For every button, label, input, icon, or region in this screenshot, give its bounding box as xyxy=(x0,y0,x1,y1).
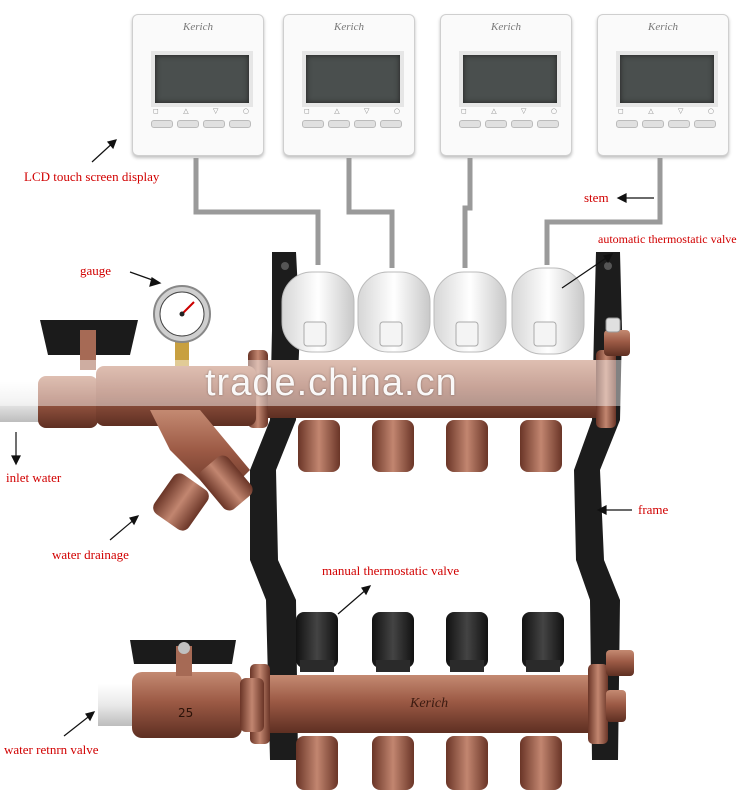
lower-outlet-fittings xyxy=(296,736,562,790)
stem-cable-3 xyxy=(462,158,473,268)
label-gauge: gauge xyxy=(80,263,112,278)
label-frame: frame xyxy=(638,502,669,517)
actuator-4 xyxy=(511,267,585,355)
drainage-valve xyxy=(153,473,209,531)
actuator-2 xyxy=(357,271,431,353)
lcd-thermostat-4: Kerich ◻△▽○ xyxy=(597,14,729,156)
knob-2 xyxy=(372,612,414,672)
lcd-screen xyxy=(302,51,404,107)
thermostat-brand: Kerich xyxy=(491,21,521,33)
stem-cable-1 xyxy=(193,158,321,265)
label-stem: stem xyxy=(584,190,609,205)
manual-valves xyxy=(296,612,564,672)
label-water-drainage: water drainage xyxy=(52,547,129,562)
thermostat-brand: Kerich xyxy=(334,21,364,33)
label-lcd-touch-screen: LCD touch screen display xyxy=(24,169,160,184)
lower-manifold-bar xyxy=(256,675,596,733)
thermostat-button-icons: ◻△▽○ xyxy=(461,107,557,115)
lower-air-vent xyxy=(606,650,634,722)
upper-manifold-bar xyxy=(256,360,606,418)
stem-cable-2 xyxy=(346,158,395,268)
label-automatic-thermostatic-valve: automatic thermostatic valve xyxy=(598,232,737,246)
lcd-thermostat-2: Kerich ◻△▽○ xyxy=(283,14,415,156)
actuator-3 xyxy=(433,271,507,353)
label-water-return-valve: water retnrn valve xyxy=(4,742,99,757)
stem-cable-4 xyxy=(544,158,663,265)
inlet-pipe xyxy=(0,382,40,422)
lcd-screen xyxy=(151,51,253,107)
gauge xyxy=(153,285,211,366)
annotation-arrows xyxy=(11,139,654,737)
thermostat-button-icons: ◻△▽○ xyxy=(153,107,249,115)
arrow-return xyxy=(63,713,93,737)
automatic-valves xyxy=(281,267,585,355)
return-valve-assembly xyxy=(98,640,264,738)
watermark-band: trade.china.cn xyxy=(0,360,750,406)
thermostat-buttons xyxy=(616,120,716,130)
lcd-thermostat-1: Kerich ◻△▽○ xyxy=(132,14,264,156)
label-manual-thermostatic-valve: manual thermostatic valve xyxy=(322,563,460,578)
lcd-screen xyxy=(459,51,561,107)
thermostat-button-icons: ◻△▽○ xyxy=(304,107,400,115)
arrow-manual-valve xyxy=(337,587,369,615)
thermostat-brand: Kerich xyxy=(648,21,678,33)
upper-outlet-fittings xyxy=(298,420,562,472)
upper-air-vent xyxy=(604,317,630,356)
lcd-thermostat-3: Kerich ◻△▽○ xyxy=(440,14,572,156)
knob-3 xyxy=(446,612,488,672)
knob-4 xyxy=(522,612,564,672)
thermostat-buttons xyxy=(302,120,402,130)
arrow-auto-valve xyxy=(561,253,613,289)
arrow-drainage xyxy=(109,517,137,541)
thermostat-buttons xyxy=(459,120,559,130)
thermostat-buttons xyxy=(151,120,251,130)
valve-size-mark: 25 xyxy=(178,706,194,720)
watermark-text: trade.china.cn xyxy=(205,362,458,404)
actuator-1 xyxy=(281,271,355,353)
inlet-assembly xyxy=(0,320,256,531)
knob-1 xyxy=(296,612,338,672)
label-inlet-water: inlet water xyxy=(6,470,62,485)
return-pipe xyxy=(98,684,134,726)
bar-brand-mark: Kerich xyxy=(410,696,449,711)
thermostat-brand: Kerich xyxy=(183,21,213,33)
lcd-screen xyxy=(616,51,718,107)
thermostat-button-icons: ◻△▽○ xyxy=(618,107,714,115)
stem-cables xyxy=(193,158,663,268)
